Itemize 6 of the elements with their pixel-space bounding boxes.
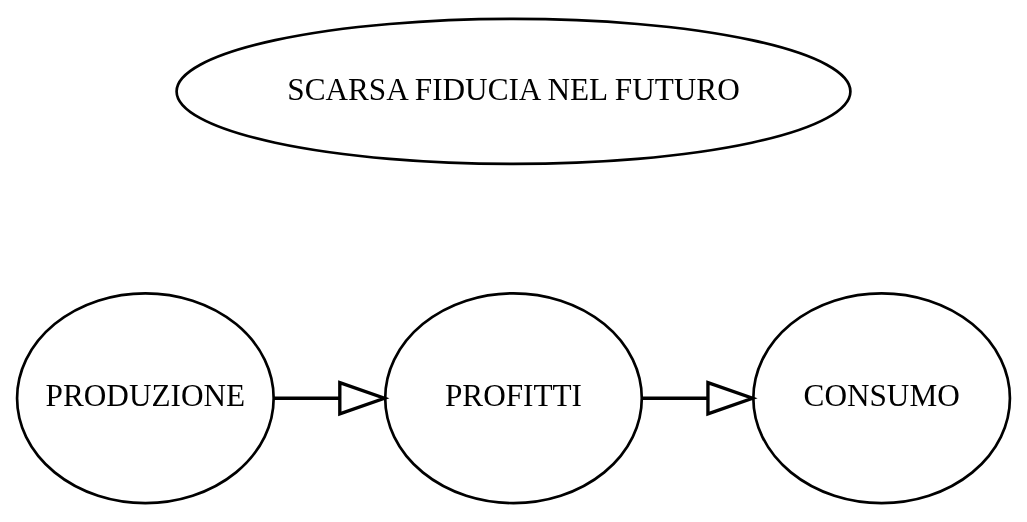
- arrow: [642, 380, 758, 417]
- node-ellipse: SCARSA FIDUCIA NEL FUTURO: [175, 17, 852, 166]
- arrow: [274, 380, 390, 417]
- node-ellipse: PRODUZIONE: [15, 292, 275, 505]
- node-ellipse: CONSUMO: [752, 292, 1012, 505]
- node-ellipse: PROFITTI: [383, 292, 644, 505]
